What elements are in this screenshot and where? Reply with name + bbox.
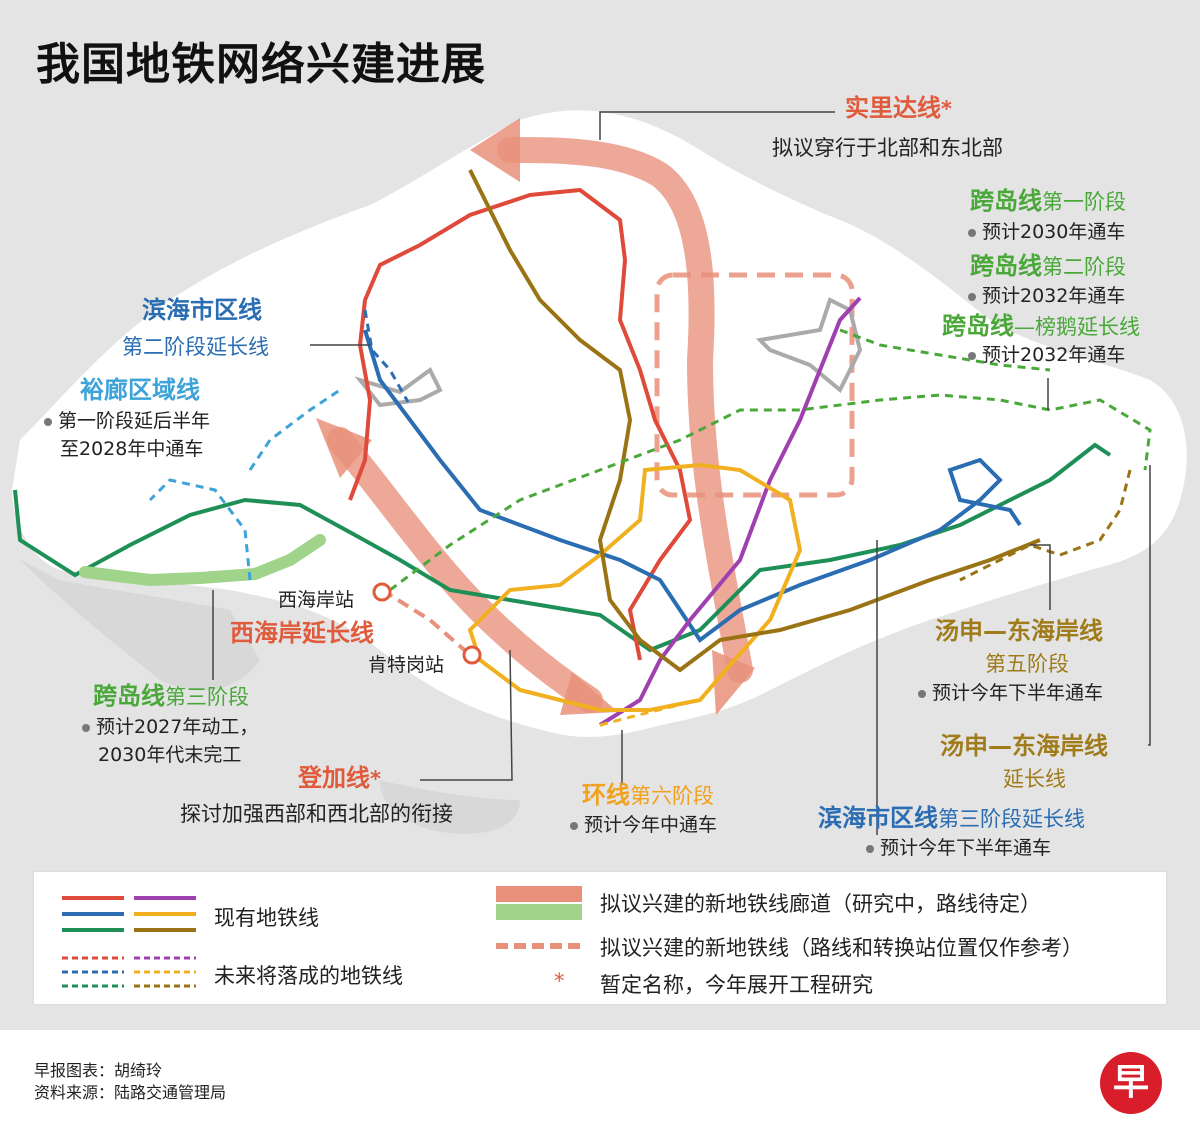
label-tel-ext: 汤申—东海岸线 [940,732,1108,760]
line-jrl-dashed [148,388,341,581]
credits: 早报图表：胡绮玲 资料来源：陆路交通管理局 [34,1060,226,1105]
label-ccl6: 环线第六阶段 [582,781,714,809]
zaobao-logo: 早 [1100,1052,1162,1114]
label-west-coast-station: 西海岸站 [278,589,355,611]
label-crl3-desc1: 预计2027年动工， [82,716,258,739]
line-nel-purple [598,296,862,727]
callout-leaders [212,111,1151,835]
arrow-head-south [712,650,755,715]
arrow-head-north [470,118,520,182]
station-kent-ridge [462,645,482,665]
label-dtl2: 滨海市区线 [142,296,262,324]
label-crl-punggol-desc: 预计2032年通车 [968,344,1125,367]
label-crl2: 跨岛线第二阶段 [970,252,1126,280]
label-ccl6-desc: 预计今年中通车 [570,814,717,837]
line-ewl-green [13,442,1112,653]
label-tel-ext-suffix: 延长线 [1003,767,1066,791]
rail-map [12,110,1187,835]
station-west-coast [372,582,392,602]
label-dtl2-desc: 第二阶段延长线 [122,335,269,359]
line-crl-dashed [389,328,1152,592]
legend-tentative: 暂定名称，今年展开工程研究 [600,973,873,997]
credit-chart: 早报图表：胡绮玲 [34,1061,163,1080]
label-crl-punggol: 跨岛线—榜鹅延长线 [942,312,1140,340]
page-title: 我国地铁网络兴建进展 [36,39,486,90]
label-tel5-desc: 预计今年下半年通车 [918,682,1103,705]
label-cross-region-desc: 拟议穿行于北部和东北部 [772,136,1003,160]
legend-proposed: 拟议兴建的新地铁线（路线和转换站位置仅作参考） [600,936,1083,960]
label-west-coast-ext: 西海岸延长线 [230,619,374,647]
legend-future: 未来将落成的地铁线 [214,964,403,988]
island-landmass [12,110,1187,737]
label-crl1-desc: 预计2030年通车 [968,221,1125,244]
label-dtl3-desc: 预计今年下半年通车 [866,837,1051,860]
line-crl3-light [79,534,326,587]
label-kent-ridge-station: 肯特岗站 [368,654,445,676]
label-tengah: 登加线* [298,764,381,792]
legend-corridor: 拟议兴建的新地铁线廊道（研究中，路线待定） [600,892,1041,916]
line-ccl6-dashed [599,698,701,727]
legend-star: * [554,969,565,993]
label-crl3: 跨岛线第三阶段 [93,682,249,710]
label-jrl-desc1: 第一阶段延后半年 [44,410,210,433]
corridor-study-box [654,272,855,498]
label-crl1: 跨岛线第一阶段 [970,187,1126,215]
line-tel-brown [468,169,1041,673]
grey-area-2 [755,297,863,394]
corridor-cross-region [497,137,753,683]
credit-source: 资料来源：陆路交通管理局 [34,1083,227,1103]
islet-south [380,780,520,834]
legend-existing: 现有地铁线 [214,906,319,930]
label-tel5: 汤申—东海岸线 [935,617,1103,645]
islet-west [20,560,260,691]
label-jrl-desc2: 至2028年中通车 [60,438,204,460]
label-cross-region: 实里达线* [845,94,952,122]
label-tel5-suffix: 第五阶段 [985,652,1069,676]
arrow-head-tengah-n [316,418,372,478]
grey-area-1 [354,366,443,408]
line-tel-ext-dashed [959,469,1132,582]
label-tengah-desc: 探讨加强西部和西北部的衔接 [180,802,453,826]
legend-swatches [62,886,582,988]
label-dtl3: 滨海市区线第三阶段延长线 [818,804,1085,832]
label-crl3-desc2: 2030年代末完工 [98,744,242,766]
line-dtl-blue [363,329,1022,643]
corridor-tengah [327,427,603,713]
label-crl2-desc: 预计2032年通车 [968,285,1125,308]
legend: 现有地铁线 未来将落成的地铁线 拟议兴建的新地铁线廊道（研究中，路线待定） 拟议… [34,872,1166,1004]
line-nsl-red [348,187,693,661]
line-dtl2-dashed [363,309,410,403]
line-ccl-yellow [467,462,803,712]
label-jrl: 裕廊区域线 [80,376,200,404]
